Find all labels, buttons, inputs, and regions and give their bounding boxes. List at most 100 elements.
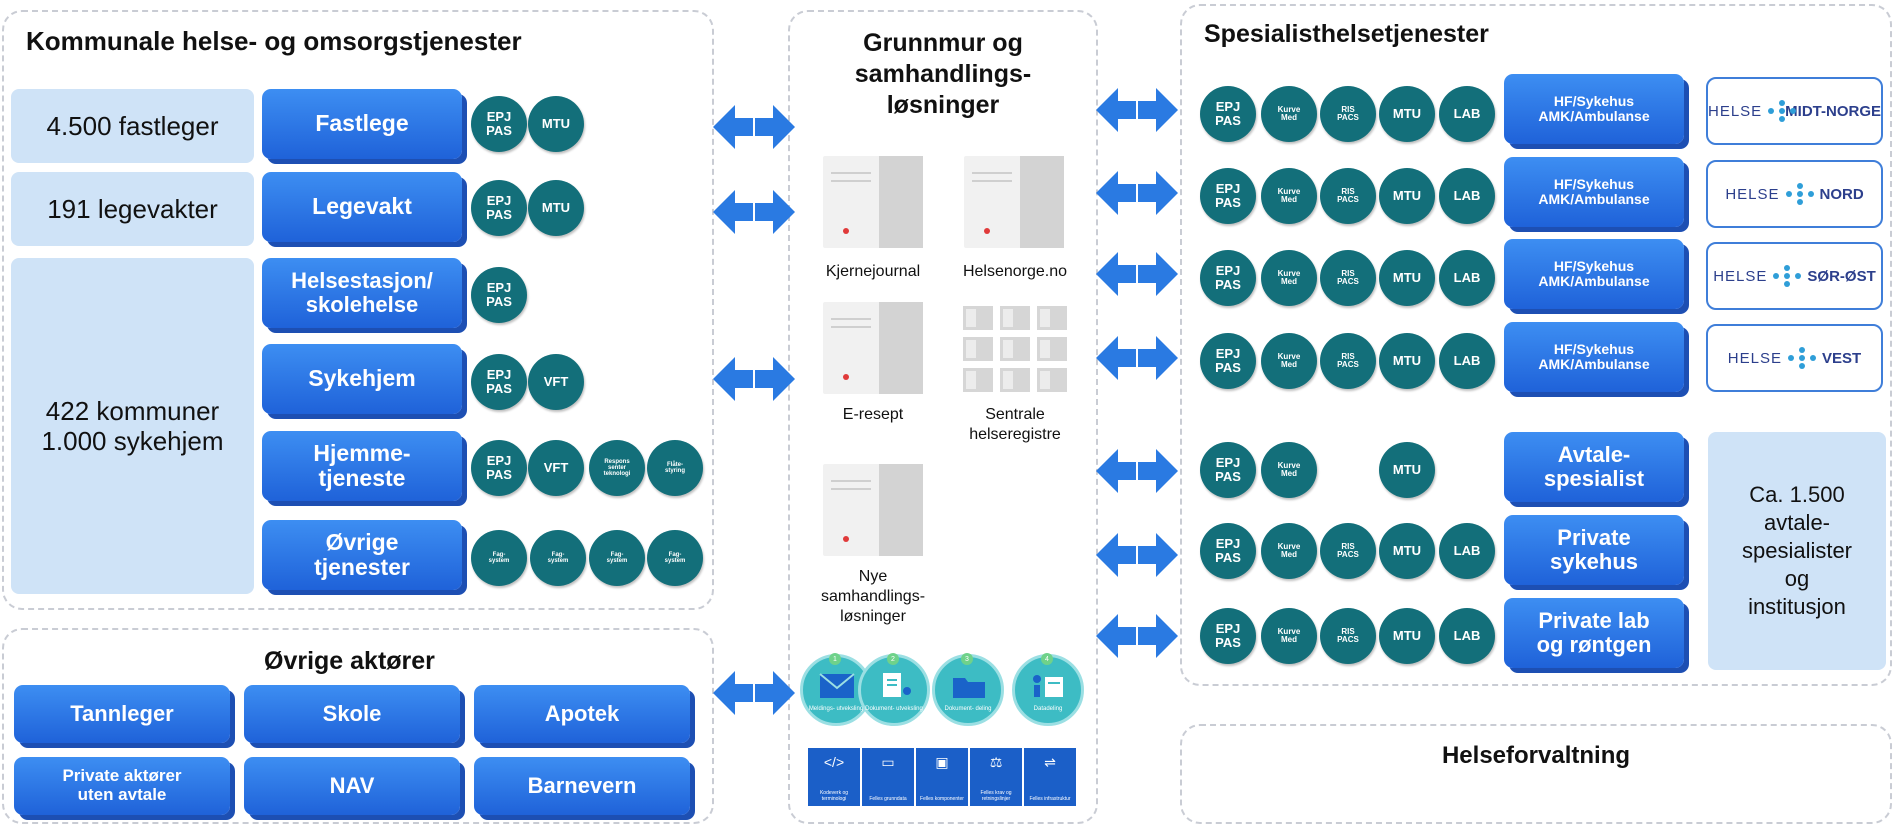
double-arrow-icon bbox=[1096, 336, 1178, 380]
kommunal-title: Kommunale helse- og omsorgstjenester bbox=[26, 26, 522, 56]
helsenorge-server-icon bbox=[964, 156, 1064, 248]
double-arrow-icon bbox=[713, 671, 795, 715]
badge-mtu: MTU bbox=[528, 96, 584, 152]
double-arrow-icon bbox=[1096, 449, 1178, 493]
nav-button[interactable]: NAV bbox=[244, 757, 460, 815]
badge-epj-pas: EPJ PAS bbox=[1200, 333, 1256, 389]
nye-losninger-server-icon bbox=[823, 464, 923, 556]
badge-kurve-med: Kurve Med bbox=[1261, 86, 1317, 142]
nye-losninger-label: Nye samhandlings- løsninger bbox=[820, 568, 926, 625]
private-sykehus-button[interactable]: Private sykehus bbox=[1504, 515, 1684, 585]
helsestasjon-button[interactable]: Helsestasjon/ skolehelse bbox=[262, 258, 462, 328]
badge-fagsystem: Fag- system bbox=[530, 530, 586, 586]
avtalespesialist-button[interactable]: Avtale- spesialist bbox=[1504, 432, 1684, 502]
kjernejournal-label: Kjernejournal bbox=[825, 263, 921, 280]
grunndata-tile: ▭Felles grunndata bbox=[862, 748, 914, 806]
kjernejournal-server-icon bbox=[823, 156, 923, 248]
helse-sor-ost-logo: HELSE SØR-ØST bbox=[1706, 242, 1883, 310]
badge-kurve-med: Kurve Med bbox=[1261, 168, 1317, 224]
ovrige-tjenester-button[interactable]: Øvrige tjenester bbox=[262, 520, 462, 590]
badge-epj-pas: EPJ PAS bbox=[1200, 608, 1256, 664]
badge-epj-pas: EPJ PAS bbox=[471, 440, 527, 496]
badge-kurve-med: Kurve Med bbox=[1261, 523, 1317, 579]
badge-lab: LAB bbox=[1439, 333, 1495, 389]
helse-midt-norge-logo: HELSE MIDT-NORGE bbox=[1706, 77, 1883, 145]
hjemmetjeneste-button[interactable]: Hjemme- tjeneste bbox=[262, 431, 462, 501]
badge-mtu: MTU bbox=[1379, 333, 1435, 389]
badge-mtu: MTU bbox=[1379, 86, 1435, 142]
private-lab-button[interactable]: Private lab og røntgen bbox=[1504, 598, 1684, 668]
double-arrow-icon bbox=[1096, 252, 1178, 296]
helse-dots-icon bbox=[1773, 265, 1802, 287]
infrastruktur-tile: ⇌Felles infrastruktur bbox=[1024, 748, 1076, 806]
badge-fagsystem: Fag- system bbox=[471, 530, 527, 586]
double-arrow-icon bbox=[713, 105, 795, 149]
private-aktorer-button[interactable]: Private aktører uten avtale bbox=[14, 757, 230, 815]
ovrige-aktorer-title: Øvrige aktører bbox=[264, 647, 435, 675]
badge-epj-pas: EPJ PAS bbox=[1200, 250, 1256, 306]
badge-lab: LAB bbox=[1439, 250, 1495, 306]
badge-lab: LAB bbox=[1439, 608, 1495, 664]
sykehjem-button[interactable]: Sykehjem bbox=[262, 344, 462, 414]
badge-ris-pacs: RIS PACS bbox=[1320, 608, 1376, 664]
count-fastleger: 4.500 fastleger bbox=[11, 89, 254, 163]
double-arrow-icon bbox=[1096, 614, 1178, 658]
fastlege-button[interactable]: Fastlege bbox=[262, 89, 462, 159]
badge-epj-pas: EPJ PAS bbox=[1200, 168, 1256, 224]
helse-dots-icon bbox=[1785, 183, 1814, 205]
double-arrow-icon bbox=[1096, 171, 1178, 215]
hf-sykehus-button[interactable]: HF/Sykehus AMK/Ambulanse bbox=[1504, 74, 1684, 144]
badge-ris-pacs: RIS PACS bbox=[1320, 168, 1376, 224]
badge-epj-pas: EPJ PAS bbox=[471, 267, 527, 323]
grunnmur-title: Grunnmur og samhandlings- løsninger bbox=[854, 29, 1032, 119]
legevakt-button[interactable]: Legevakt bbox=[262, 172, 462, 242]
badge-ris-pacs: RIS PACS bbox=[1320, 333, 1376, 389]
dokumentdeling-icon: 3 Dokument- deling bbox=[932, 653, 1004, 726]
hf-sykehus-button[interactable]: HF/Sykehus AMK/Ambulanse bbox=[1504, 157, 1684, 227]
badge-epj-pas: EPJ PAS bbox=[471, 354, 527, 410]
meldingsutveksling-icon: 1 Meldings- utveksling bbox=[800, 653, 872, 726]
apotek-button[interactable]: Apotek bbox=[474, 685, 690, 743]
helse-nord-logo: HELSE NORD bbox=[1706, 160, 1883, 228]
skole-button[interactable]: Skole bbox=[244, 685, 460, 743]
badge-kurve-med: Kurve Med bbox=[1261, 608, 1317, 664]
badge-vft: VFT bbox=[528, 440, 584, 496]
badge-vft: VFT bbox=[528, 354, 584, 410]
e-resept-server-icon bbox=[823, 302, 923, 394]
barnevern-button[interactable]: Barnevern bbox=[474, 757, 690, 815]
badge-kurve-med: Kurve Med bbox=[1261, 442, 1317, 498]
badge-responssenter: Respons senter teknologi bbox=[589, 440, 645, 496]
datadeling-icon: 4 Datadeling bbox=[1012, 653, 1084, 726]
badge-fagsystem: Fag- system bbox=[589, 530, 645, 586]
badge-epj-pas: EPJ PAS bbox=[1200, 442, 1256, 498]
badge-kurve-med: Kurve Med bbox=[1261, 333, 1317, 389]
tannleger-button[interactable]: Tannleger bbox=[14, 685, 230, 743]
badge-lab: LAB bbox=[1439, 86, 1495, 142]
badge-kurve-med: Kurve Med bbox=[1261, 250, 1317, 306]
komponenter-tile: ▣Felles komponenter bbox=[916, 748, 968, 806]
dokumentutveksling-icon: 2 Dokument- utveksling bbox=[858, 653, 930, 726]
badge-flatestyring: Flåte- styring bbox=[647, 440, 703, 496]
helseforvaltning-title: Helseforvaltning bbox=[1441, 742, 1631, 769]
badge-epj-pas: EPJ PAS bbox=[471, 180, 527, 236]
badge-epj-pas: EPJ PAS bbox=[1200, 523, 1256, 579]
hf-sykehus-button[interactable]: HF/Sykehus AMK/Ambulanse bbox=[1504, 239, 1684, 309]
badge-lab: LAB bbox=[1439, 523, 1495, 579]
badge-mtu: MTU bbox=[528, 180, 584, 236]
double-arrow-icon bbox=[713, 357, 795, 401]
double-arrow-icon bbox=[1096, 533, 1178, 577]
e-resept-label: E-resept bbox=[842, 406, 904, 423]
badge-fagsystem: Fag- system bbox=[647, 530, 703, 586]
hf-sykehus-button[interactable]: HF/Sykehus AMK/Ambulanse bbox=[1504, 322, 1684, 392]
helse-dots-icon bbox=[1788, 347, 1816, 369]
double-arrow-icon bbox=[713, 190, 795, 234]
helseforvaltning-panel bbox=[1180, 724, 1892, 824]
badge-mtu: MTU bbox=[1379, 250, 1435, 306]
badge-ris-pacs: RIS PACS bbox=[1320, 250, 1376, 306]
badge-mtu: MTU bbox=[1379, 168, 1435, 224]
badge-ris-pacs: RIS PACS bbox=[1320, 86, 1376, 142]
badge-epj-pas: EPJ PAS bbox=[1200, 86, 1256, 142]
count-kommuner: 422 kommuner 1.000 sykehjem bbox=[11, 258, 254, 594]
krav-tile: ⚖Felles krav og retningslinjer bbox=[970, 748, 1022, 806]
badge-mtu: MTU bbox=[1379, 523, 1435, 579]
